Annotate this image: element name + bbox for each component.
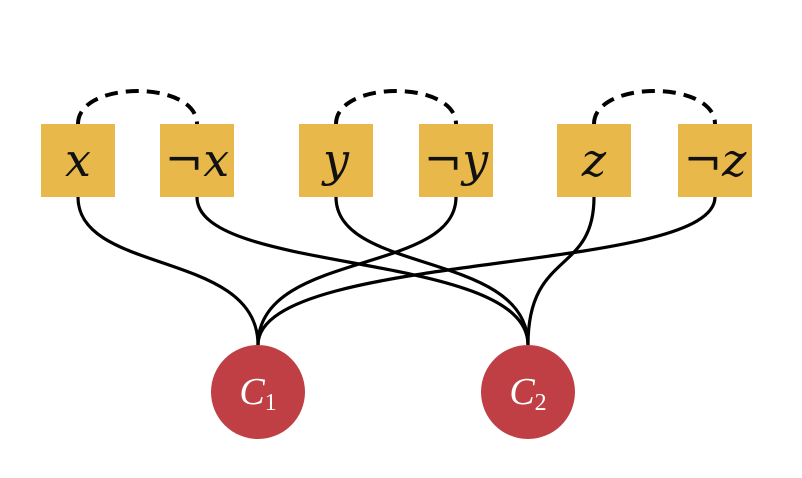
svg-text:y: y [321, 133, 350, 187]
complement-links [76, 89, 717, 125]
literal-negation: ¬ [684, 133, 723, 187]
edge-x-c1 [76, 196, 260, 346]
literal-variable: x [65, 133, 91, 187]
literal-node-not-z: ¬z [678, 124, 752, 197]
edge-y-c2 [334, 196, 530, 346]
literal-node-z: z [557, 124, 631, 197]
literal-node-y: y [299, 124, 373, 197]
literal-negation: ¬ [165, 133, 204, 187]
literal-variable: y [460, 133, 489, 187]
edge-nz-c1 [256, 196, 717, 346]
literal-node-x: x [41, 124, 115, 197]
svg-text:z: z [581, 133, 607, 187]
literal-node-not-y: ¬y [419, 124, 493, 197]
svg-text:x: x [65, 133, 91, 187]
svg-text:¬z: ¬z [684, 133, 748, 187]
literal-node-not-x: ¬x [160, 124, 234, 197]
svg-text:¬y: ¬y [424, 133, 490, 187]
clause-node-c1: C1 [211, 345, 305, 439]
edge-ny-c1 [256, 196, 458, 346]
literal-variable: x [203, 133, 229, 187]
clause-index: 2 [535, 390, 547, 416]
literal-negation: ¬ [424, 133, 463, 187]
edge-nx-c2 [195, 196, 530, 346]
svg-text:C2: C2 [509, 371, 546, 416]
complement-link-z-nz [592, 89, 717, 125]
svg-text:¬x: ¬x [165, 133, 230, 187]
complement-link-y-ny [334, 89, 458, 125]
literal-variable: z [721, 133, 747, 187]
clause-letter: C [509, 371, 535, 413]
edge-z-c2 [526, 196, 596, 346]
edges [76, 196, 717, 346]
literal-variable: z [581, 133, 607, 187]
clause-letter: C [239, 371, 265, 413]
literal-variable: y [321, 133, 350, 187]
clause-node-c2: C2 [481, 345, 575, 439]
clause-index: 1 [265, 390, 277, 416]
svg-text:C1: C1 [239, 371, 276, 416]
complement-link-x-nx [76, 89, 199, 125]
